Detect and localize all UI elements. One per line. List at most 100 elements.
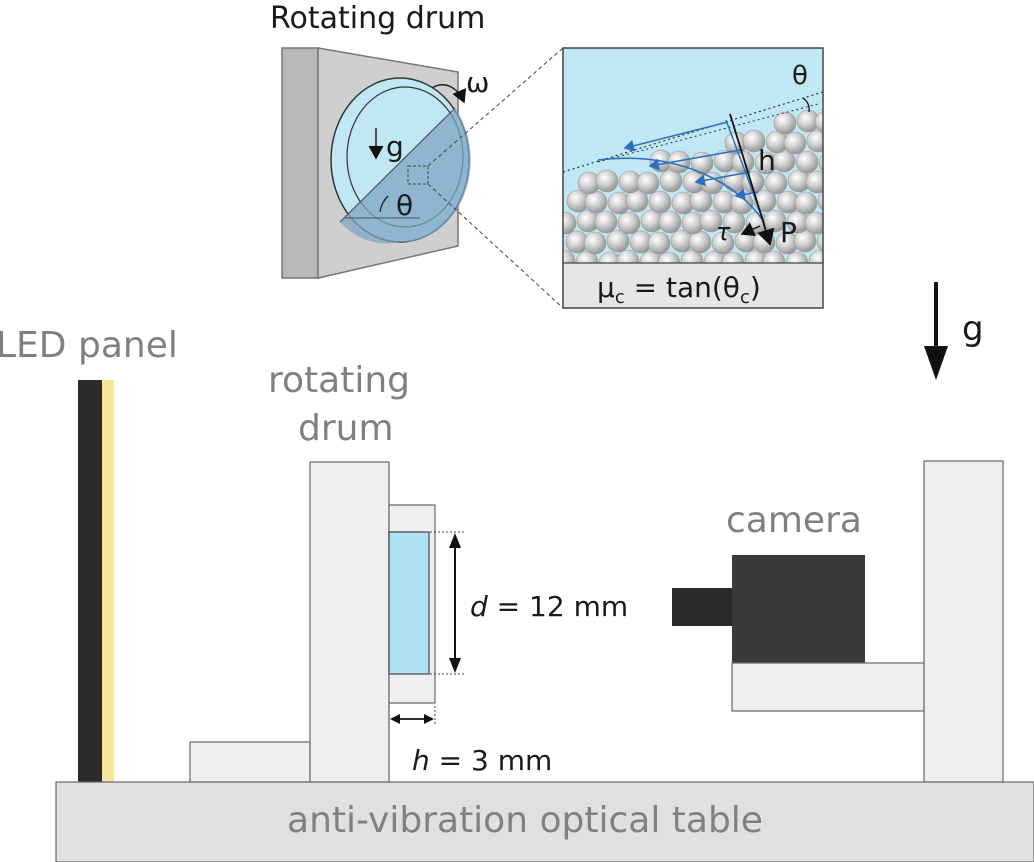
shear-arrow: [740, 222, 761, 236]
bead: [773, 111, 797, 135]
zoom-h-label: h: [758, 144, 776, 177]
camera-body: [732, 555, 865, 663]
bead: [752, 230, 776, 254]
bead: [814, 111, 823, 133]
zoom-p-label: P: [780, 216, 797, 249]
zoom-line-bottom: [427, 183, 564, 309]
bead: [711, 231, 735, 255]
optical-table: anti-vibration optical table: [55, 781, 1034, 862]
bead: [583, 231, 607, 255]
camera-assembly: camera: [672, 460, 1004, 783]
inset-drum: Rotating drum θ g ω: [270, 1, 489, 279]
gravity-indicator: g: [924, 282, 984, 380]
bead: [742, 129, 766, 153]
drum-stand: [309, 461, 390, 783]
bead: [804, 211, 823, 235]
flow-arrow-2: [648, 149, 741, 171]
camera-stand: [923, 460, 1004, 783]
bead: [657, 251, 681, 263]
table-label: anti-vibration optical table: [287, 800, 763, 841]
bead: [808, 249, 823, 263]
bead: [806, 129, 823, 153]
h-arrow-left: [390, 714, 400, 724]
bead: [699, 209, 723, 233]
zoom-panel: h P τ θ μc = tan(θc): [562, 47, 824, 309]
gravity-label: g: [962, 309, 984, 349]
bead: [595, 169, 619, 193]
bead: [658, 210, 682, 234]
h-dimension-label: h = 3 mm: [412, 744, 552, 777]
bead: [783, 131, 807, 155]
drum-base-block: [189, 741, 311, 783]
bead: [594, 210, 618, 234]
zoom-frame: [562, 47, 824, 309]
bead: [816, 231, 823, 253]
bead: [659, 169, 683, 193]
table-top: [55, 781, 1034, 862]
inset-g-label: g: [386, 130, 404, 163]
d-dimension-label: d = 12 mm: [470, 590, 628, 623]
bead: [680, 249, 704, 263]
inset-title: Rotating drum: [270, 1, 485, 36]
omega-arrow: [431, 84, 467, 104]
inset-theta-label: θ: [396, 189, 413, 222]
bead: [764, 171, 788, 195]
bead: [817, 191, 823, 211]
drum-label-line1: rotating: [268, 360, 410, 401]
bead: [688, 230, 712, 254]
camera-mount: [731, 662, 925, 712]
bead: [617, 211, 641, 235]
d-arrow-bottom: [449, 658, 461, 673]
bead: [700, 171, 724, 195]
h-arrow-right: [424, 714, 434, 724]
drum-cell: [388, 531, 430, 675]
drum-assembly: rotating drum d = 12 mm h = 3 mm: [189, 360, 628, 783]
bead: [785, 251, 809, 263]
led-panel: LED panel: [0, 325, 178, 782]
zoom-line-top: [427, 47, 564, 167]
bead: [794, 191, 818, 215]
bead: [606, 229, 630, 253]
flow-arrow-3: [694, 171, 751, 187]
drum-granular-fill: [340, 108, 471, 244]
zoom-region-box: [407, 165, 429, 185]
zoom-theta-label: θ: [792, 61, 808, 91]
bead: [563, 211, 577, 235]
led-label: LED panel: [0, 325, 178, 366]
bead: [762, 250, 786, 263]
bead: [818, 154, 823, 172]
bead: [647, 231, 671, 255]
friction-formula: μc = tan(θc): [597, 271, 761, 308]
bead: [636, 171, 660, 195]
bead: [598, 251, 622, 263]
zoom-tau-label: τ: [716, 218, 731, 246]
bead: [795, 150, 819, 174]
bead: [722, 210, 746, 234]
bead: [721, 251, 745, 263]
free-surface-line: [339, 107, 456, 223]
drum-label-line2: drum: [298, 408, 394, 449]
led-frame: [78, 380, 102, 782]
zoom-theta-arc: [802, 97, 810, 113]
bead: [584, 190, 608, 214]
depth-arrow: [729, 113, 775, 246]
bead: [805, 170, 823, 194]
gravity-arrow-head: [924, 346, 948, 380]
inset-omega-label: ω: [466, 66, 489, 99]
bead: [563, 249, 576, 263]
led-strip: [102, 380, 114, 782]
theta-arc: [379, 195, 389, 213]
flow-arrow-1: [623, 121, 729, 152]
bead: [753, 189, 777, 213]
velocity-profile-curve: [597, 157, 765, 223]
bead: [616, 249, 640, 263]
camera-label: camera: [726, 500, 862, 541]
camera-lens: [672, 588, 732, 626]
flow-profile: [597, 119, 765, 223]
d-arrow-top: [449, 533, 461, 548]
bead: [648, 190, 672, 214]
plate-side: [281, 47, 319, 279]
friction-box: [563, 263, 823, 308]
